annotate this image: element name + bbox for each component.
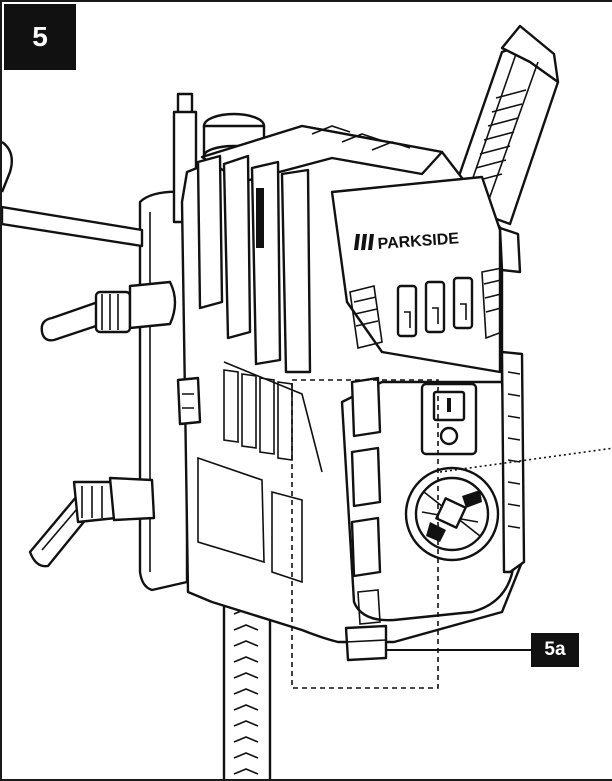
clamp-handle-lower	[28, 476, 156, 568]
stand-column	[222, 600, 272, 779]
brand-logo: PARKSIDE	[354, 230, 460, 253]
figure-number-badge: 5	[4, 4, 76, 70]
side-rod	[2, 141, 144, 248]
clamp-screw-upper	[40, 280, 177, 342]
callout-label-5a: 5a	[531, 633, 579, 667]
dotted-leader	[439, 447, 612, 473]
power-switch-icon	[420, 382, 478, 456]
brand-name: PARKSIDE	[377, 230, 460, 253]
detail-box	[291, 379, 439, 689]
rotary-dial-icon	[404, 466, 500, 562]
